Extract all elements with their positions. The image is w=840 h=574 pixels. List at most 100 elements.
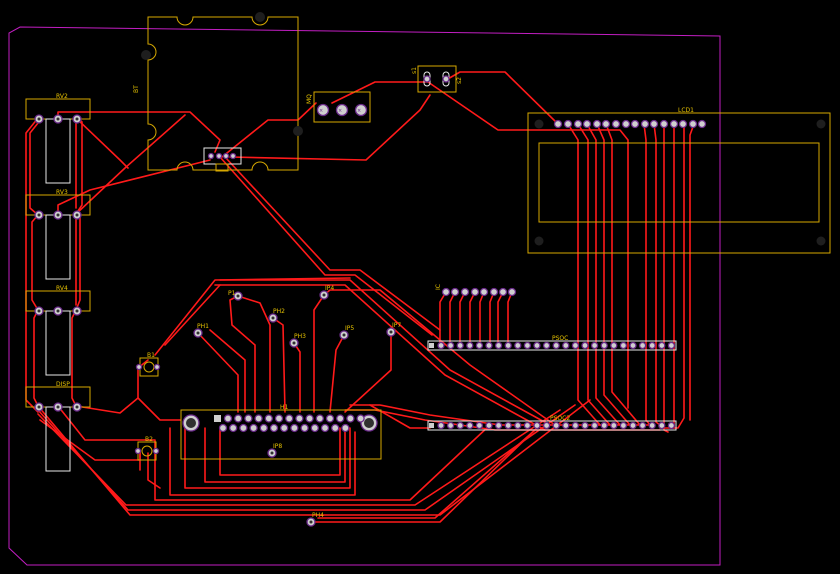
- svg-text:IP7: IP7: [392, 322, 401, 329]
- psoc-pins-pin: [542, 341, 551, 350]
- svg-text:×: ×: [338, 108, 342, 114]
- psoc2-pins-pin: [638, 421, 647, 430]
- tp-ph4: PH4: [306, 512, 324, 527]
- rv4-label: RV4: [56, 285, 68, 292]
- svg-text:PH1: PH1: [197, 323, 209, 330]
- h1-pins-pin: [229, 423, 238, 433]
- button-b2[interactable]: B2: [134, 436, 160, 461]
- switch-sw[interactable]: s1 s2: [411, 65, 463, 93]
- psoc2-pins-pin: [600, 421, 608, 430]
- svg-text:PH2: PH2: [273, 308, 285, 315]
- bt-label: BT: [133, 85, 140, 93]
- mq-label: MQ: [306, 94, 313, 104]
- lcd-display-lcd1[interactable]: LCD1: [527, 107, 831, 254]
- button-b1[interactable]: B1: [135, 352, 161, 377]
- psoc2-pins-pin: [494, 421, 503, 430]
- svg-text:IP8: IP8: [273, 443, 282, 450]
- h1-pins-pin: [346, 414, 355, 423]
- psoc2-pins-pin: [514, 421, 522, 430]
- psoc2-pins-pin: [552, 421, 560, 430]
- pot-rv4[interactable]: RV4: [25, 285, 91, 376]
- h1-pins-pin: [356, 414, 365, 423]
- psoc2-pins-pin: [533, 421, 541, 430]
- psoc2-pins-pin: [619, 421, 628, 430]
- svg-text:P1: P1: [228, 290, 236, 297]
- psoc-pins-pin: [523, 341, 532, 350]
- sw-label-s2: s2: [456, 77, 463, 84]
- h1-pins-pin: [285, 414, 294, 423]
- board-edge-outline: [8, 26, 721, 566]
- h1-pins-pin: [234, 414, 243, 423]
- psoc-pins-pin: [600, 341, 608, 350]
- psoc-pins-pin: [619, 341, 628, 350]
- psoc-pins-pin: [533, 341, 541, 350]
- h1-pins-pin: [259, 423, 268, 433]
- psoc2-pins-pin: [658, 421, 666, 430]
- h1-pins-pin: [295, 414, 304, 423]
- lcd1-pins: [553, 119, 707, 129]
- pot-rv3[interactable]: RV3: [25, 189, 91, 280]
- ic-label: IC: [435, 284, 442, 290]
- svg-text:IP4: IP4: [325, 285, 334, 292]
- sw-label-s1: s1: [411, 67, 418, 74]
- psoc-pins-pin: [504, 341, 512, 350]
- lcd1-label: LCD1: [678, 107, 694, 114]
- psoc2-header[interactable]: PSOC2: [427, 415, 677, 431]
- psoc2-pins-pin: [629, 421, 637, 430]
- psoc2-pins-pin: [485, 421, 493, 430]
- svg-text:×: ×: [357, 108, 361, 114]
- h1-pins-pin: [310, 423, 319, 433]
- ic-header[interactable]: IC: [435, 284, 517, 297]
- h1-pins-pin: [305, 414, 314, 423]
- psoc-pins-pin: [485, 341, 493, 350]
- psoc2-pins-pin: [504, 421, 512, 430]
- psoc-pins-pin: [667, 341, 676, 350]
- psoc-label: PSOC: [552, 335, 568, 342]
- pot-disp[interactable]: DISP: [25, 381, 91, 472]
- h1-pins-pin: [249, 423, 258, 433]
- psoc-pins-pin: [571, 341, 580, 350]
- h1-pins-pin: [254, 414, 263, 423]
- psoc-pins-pin: [610, 341, 618, 350]
- psoc-pins-pin: [658, 341, 666, 350]
- tp-ip7: IP7: [386, 322, 401, 337]
- psoc-pins-pin: [552, 341, 560, 350]
- h1-pins-pin: [300, 423, 309, 433]
- tp-ip4: IP4: [319, 285, 334, 300]
- h1-pins-pin: [290, 423, 299, 433]
- svg-text:PH4: PH4: [312, 512, 324, 519]
- h1-pins-pin: [218, 423, 228, 433]
- h1-pins-pin: [274, 414, 284, 423]
- connector-h1[interactable]: H1: [180, 404, 382, 460]
- psoc-pins-pin: [494, 341, 503, 350]
- bluetooth-module-bt[interactable]: BT: [133, 12, 303, 172]
- rv2-label: RV2: [56, 93, 68, 100]
- psoc2-pins-pin: [523, 421, 532, 430]
- psoc2-pins-pin: [571, 421, 580, 430]
- psoc2-pins-pin: [562, 421, 570, 430]
- pot-rv2[interactable]: RV2: [25, 93, 91, 184]
- h1-pins-pin: [325, 414, 335, 423]
- psoc2-pins-pin: [542, 421, 551, 430]
- psoc-pins-pin: [456, 341, 464, 350]
- b1-label: B1: [147, 352, 155, 359]
- b2-label: B2: [145, 436, 153, 443]
- test-points: P1 PH1 PH2 PH3 IP4 IP5 IP7 IP8 PH4: [193, 285, 401, 527]
- psoc2-pins-pin: [456, 421, 464, 430]
- psoc2-pins-pin: [475, 421, 484, 430]
- h1-pins-pin: [320, 423, 330, 433]
- h1-pins-pin: [336, 414, 345, 423]
- copper-traces: [25, 71, 695, 523]
- psoc-pins-pin: [590, 341, 599, 350]
- h1-pins-pin: [331, 423, 340, 433]
- h1-pins-pin: [315, 414, 324, 423]
- psoc-header[interactable]: PSOC: [427, 335, 677, 351]
- psoc2-pins-pin: [610, 421, 618, 430]
- psoc-pins-pin: [514, 341, 522, 350]
- psoc-pins-pin: [562, 341, 570, 350]
- disp-label: DISP: [56, 381, 70, 388]
- gas-sensor-mq[interactable]: MQ × × ×: [306, 91, 371, 123]
- tp-p1: P1: [228, 290, 243, 301]
- psoc2-pins-pin: [648, 421, 656, 430]
